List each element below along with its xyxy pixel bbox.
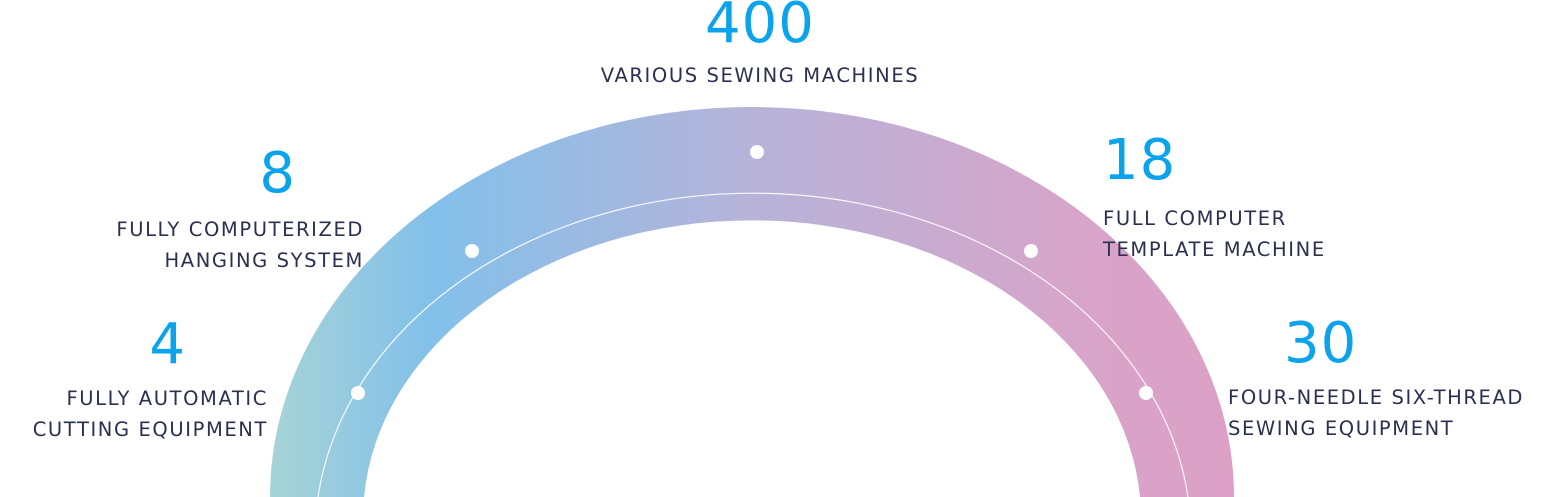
marker-dot-left-lower — [351, 386, 365, 400]
stat-label-line: HANGING SYSTEM — [164, 249, 364, 272]
marker-dot-left-upper — [465, 244, 479, 258]
stat-label: FULL COMPUTER TEMPLATE MACHINE — [1103, 203, 1326, 265]
arc-center-line — [317, 192, 1189, 497]
stat-value: 30 — [1284, 311, 1358, 376]
stat-label-line: TEMPLATE MACHINE — [1103, 238, 1326, 261]
stat-value: 8 — [259, 141, 296, 206]
stat-cutting-equipment: 4 FULLY AUTOMATIC CUTTING EQUIPMENT — [33, 317, 268, 445]
stat-label-line: VARIOUS SEWING MACHINES — [600, 64, 920, 87]
stat-label-line: FULLY COMPUTERIZED — [116, 218, 364, 241]
stat-hanging-system: 8 FULLY COMPUTERIZED HANGING SYSTEM — [116, 146, 364, 276]
stat-label: FULLY AUTOMATIC CUTTING EQUIPMENT — [33, 383, 268, 445]
stat-label-line: SEWING EQUIPMENT — [1228, 417, 1455, 440]
stat-label: VARIOUS SEWING MACHINES — [420, 60, 1100, 91]
stat-label-line: FULL COMPUTER — [1103, 207, 1287, 230]
stat-sewing-machines: 400 VARIOUS SEWING MACHINES — [420, 0, 1100, 91]
marker-dot-right-upper — [1024, 244, 1038, 258]
marker-dot-top — [750, 145, 764, 159]
stat-value: 18 — [1103, 128, 1177, 193]
stat-label-line: FULLY AUTOMATIC — [66, 387, 268, 410]
stat-label: FOUR-NEEDLE SIX-THREAD SEWING EQUIPMENT — [1228, 382, 1524, 444]
marker-dot-right-lower — [1139, 386, 1153, 400]
stat-value: 4 — [149, 312, 186, 377]
stat-sewing-equipment: 30 FOUR-NEEDLE SIX-THREAD SEWING EQUIPME… — [1228, 316, 1524, 444]
stat-label: FULLY COMPUTERIZED HANGING SYSTEM — [116, 214, 364, 276]
stat-value: 400 — [705, 0, 815, 56]
stat-template-machine: 18 FULL COMPUTER TEMPLATE MACHINE — [1103, 133, 1326, 265]
arc-band — [270, 107, 1234, 497]
stat-label-line: FOUR-NEEDLE SIX-THREAD — [1228, 386, 1525, 409]
stat-label-line: CUTTING EQUIPMENT — [32, 418, 268, 441]
